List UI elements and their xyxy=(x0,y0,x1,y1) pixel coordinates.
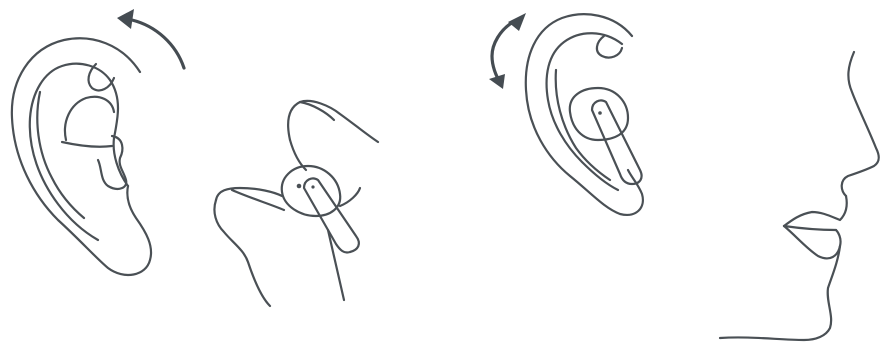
face-profile xyxy=(720,52,879,340)
double-curved-arrow-icon xyxy=(489,13,526,89)
curved-arrow-icon xyxy=(117,9,184,68)
ear-illustration-left xyxy=(12,38,151,275)
ear-illustration-right xyxy=(526,14,643,215)
hand-holding-earbud xyxy=(214,101,378,306)
